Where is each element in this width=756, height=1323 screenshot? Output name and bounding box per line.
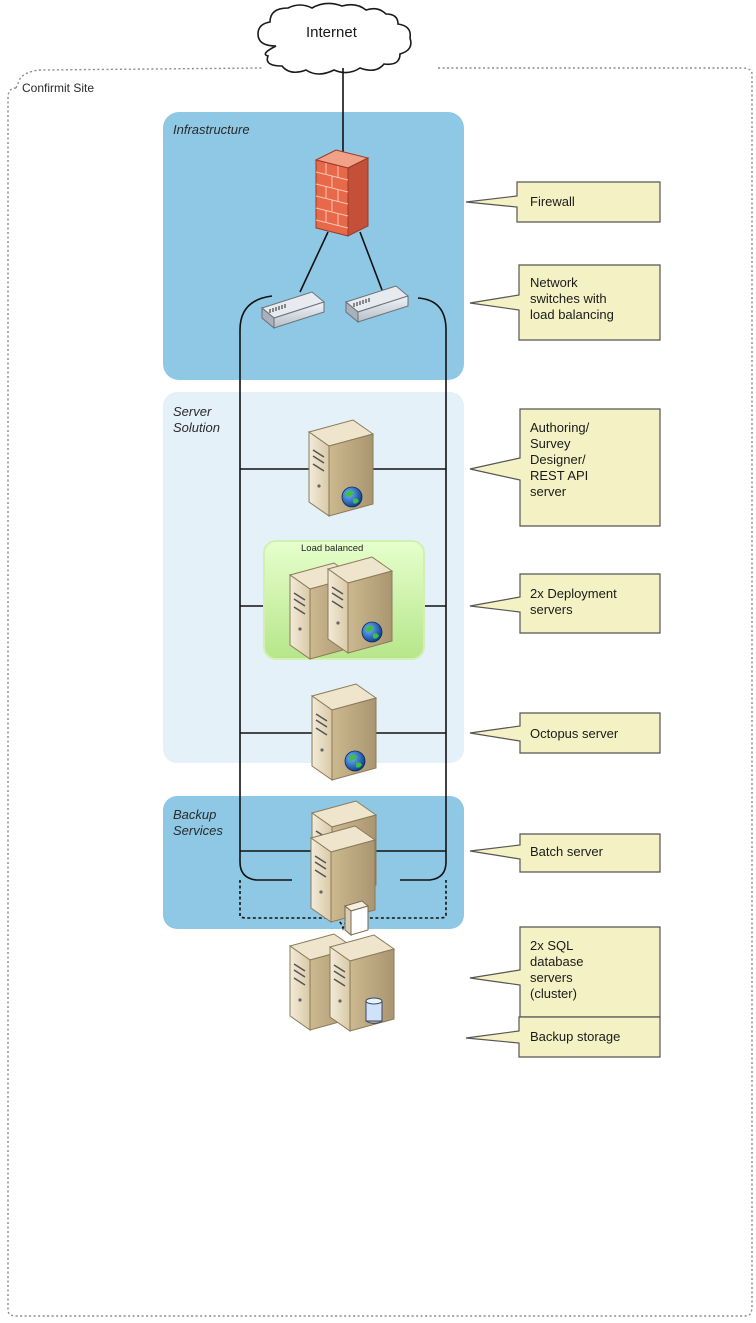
site-label: Confirmit Site [22,81,95,95]
server-icon [329,934,395,1032]
callout-text-firewall: Firewall [530,194,575,209]
callout-text-network-switches: Network switches with load balancing [530,275,614,322]
callout-firewall [465,181,661,223]
server-solution-zone-label: Server Solution [173,404,220,435]
callout-text-authoring-server: Authoring/ Survey Designer/ REST API ser… [530,420,590,499]
server-icon [327,556,393,654]
firewall-icon [314,149,370,237]
infrastructure-zone [163,112,464,380]
database-icon [365,997,383,1024]
callout-authoring-server [469,408,661,527]
network-loop [239,295,447,881]
callout-batch-server [469,833,661,873]
callout-text-deployment-servers: 2x Deployment servers [530,586,617,617]
server-icon [308,419,374,517]
backup-services-zone-label: Backup Services [173,807,223,838]
infrastructure-zone-label: Infrastructure [173,122,250,137]
backup-drive-icon [343,900,370,937]
globe-icon [361,621,383,643]
server-icon [311,683,377,781]
cloud-icon [257,2,412,75]
callout-text-backup-storage: Backup storage [530,1029,621,1044]
globe-icon [341,486,363,508]
site-boundary [7,67,753,1317]
callout-deployment-servers [469,573,661,634]
callout-text-octopus-server: Octopus server [530,726,619,741]
backup-link [239,880,447,931]
callout-text-batch-server: Batch server [530,844,603,859]
callout-octopus-server [469,712,661,754]
callout-text-sql-servers: 2x SQL database servers (cluster) [530,938,584,1001]
callout-network-switches [469,264,661,341]
internet-label: Internet [306,24,357,41]
globe-icon [344,750,366,772]
backup-storage-callout-visible [465,1016,661,1058]
load-balanced-label: Load balanced [301,543,364,554]
callout-sql-servers [469,926,661,1018]
